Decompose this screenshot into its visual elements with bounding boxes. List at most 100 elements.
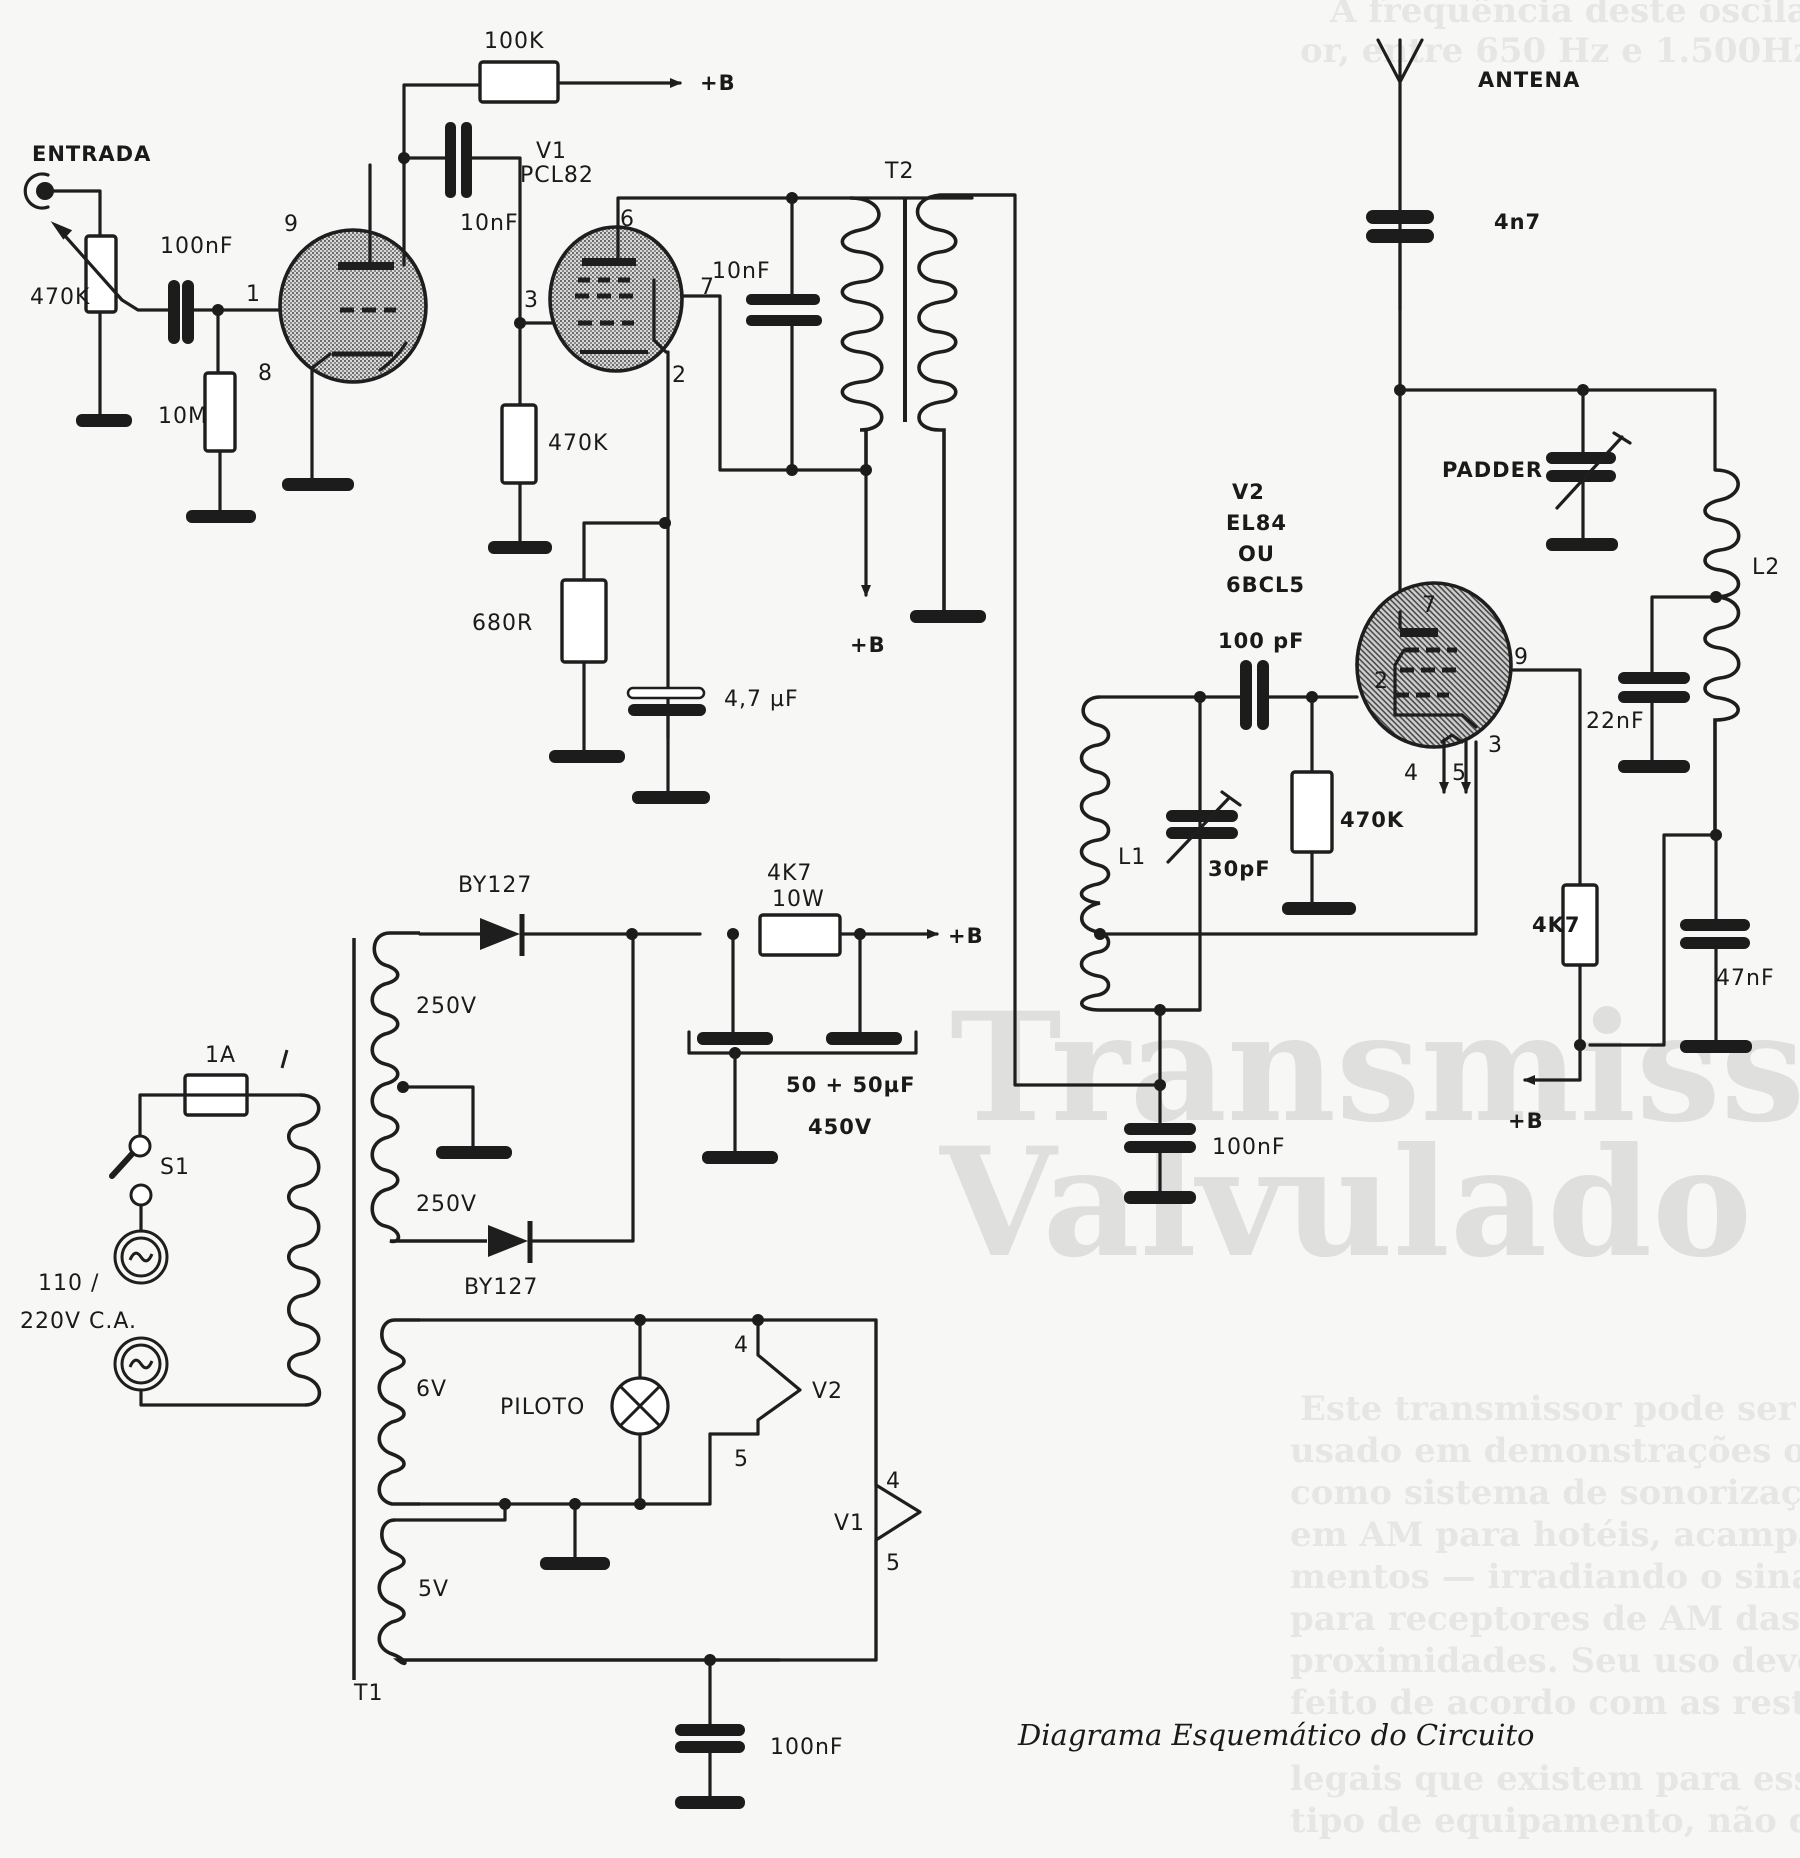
audio-stage: ENTRADA 470K 100nF 10M 1 9 8	[23, 29, 1162, 1087]
diode-label: BY127	[464, 1275, 538, 1300]
plate-bypass-capacitor	[746, 294, 820, 305]
bypass-cap-label: 100nF	[1212, 1135, 1286, 1160]
power-switch-s1[interactable]	[109, 1134, 152, 1179]
heater-tube-label: V2	[812, 1379, 843, 1404]
tube-alt-type: 6BCL5	[1226, 573, 1305, 597]
heater-voltage-label: 6V	[416, 1377, 447, 1402]
capacitor-22nF	[1618, 672, 1690, 684]
input-label: ENTRADA	[32, 142, 151, 166]
plate-resistor-label: 100K	[484, 29, 544, 54]
mains-label: 110 /	[38, 1271, 99, 1296]
pin-label: 4	[886, 1469, 900, 1494]
tube-type: PCL82	[520, 163, 594, 188]
bleed-line: para receptores de AM das	[1290, 1599, 1800, 1639]
grid-resistor-470K	[1290, 770, 1334, 854]
tube-designator: V2	[1232, 480, 1265, 504]
pin-label: 5	[886, 1551, 900, 1576]
cathode-resistor	[560, 578, 608, 664]
transformer-t2-primary	[840, 196, 884, 470]
heater-tube-label: V1	[834, 1511, 865, 1536]
pin-label: 3	[1488, 733, 1502, 758]
ac-plug-icon	[113, 1229, 169, 1285]
bleed-line: tipo de equipamento, não de-	[1290, 1801, 1800, 1841]
pin-label: 2	[1374, 669, 1388, 694]
pin-label: 4	[734, 1333, 748, 1358]
pin-label: 5	[734, 1447, 748, 1472]
filter-resistor-label: 4K7	[767, 861, 812, 886]
interstage-capacitor	[445, 122, 456, 198]
power-supply: 110 / 220V C.A. S1 1A T1 250V	[20, 861, 984, 1809]
coil-l1	[1079, 695, 1200, 1012]
coupling-capacitor	[168, 280, 180, 344]
plate-bypass-cap-label: 10nF	[712, 259, 771, 284]
pin-label: 9	[284, 212, 298, 237]
bypass-capacitor-100nF	[1124, 1123, 1196, 1135]
cathode-cap-label: 4,7 µF	[724, 687, 799, 712]
bleed-line: or, entre 650 Hz e 1.500Hz	[1300, 31, 1800, 71]
pin-label: 7	[1422, 593, 1436, 618]
background-bleed: A frequência deste oscila- or, entre 650…	[939, 0, 1800, 1841]
pin-label: 9	[1514, 645, 1528, 670]
tube-designator: V1	[536, 139, 567, 164]
coupling-cap-label: 100nF	[160, 234, 234, 259]
transformer-t1-6v-winding	[377, 1318, 420, 1506]
supply-label: +B	[948, 924, 984, 948]
antenna-label: ANTENA	[1478, 68, 1580, 92]
grid-resistor-10M	[203, 371, 237, 453]
figure-caption: Diagrama Esquemático do Circuito	[1017, 1718, 1535, 1752]
transformer-t1-primary	[286, 1093, 322, 1407]
bleed-line: proximidades. Seu uso deve ser	[1290, 1641, 1800, 1681]
screen-resistor-label: 4K7	[1532, 913, 1581, 937]
pin-label: 1	[246, 282, 260, 307]
coil-l1-label: L1	[1118, 845, 1146, 870]
bleed-body: Este transmissor pode ser usado em demon…	[1290, 1389, 1800, 1841]
grid-resistor-label: 470K	[1340, 808, 1404, 832]
plate-resistor-100K	[478, 60, 560, 104]
pin-label: 7	[700, 275, 714, 300]
pin-label: 8	[258, 361, 272, 386]
pentode-grid-resistor	[500, 403, 538, 485]
tuning-capacitor-30pF	[1166, 810, 1238, 822]
transformer-t1-hv-secondary	[370, 931, 487, 1244]
pilot-lamp-label: PILOTO	[500, 1395, 585, 1420]
fuse-label: 1A	[205, 1043, 236, 1068]
cap-22nF-label: 22nF	[1586, 709, 1645, 734]
pin-label: 2	[672, 363, 686, 388]
bleed-line: usado em demonstrações ou	[1290, 1431, 1800, 1471]
antenna-capacitor	[1366, 210, 1434, 224]
input-jack-icon	[23, 172, 54, 210]
filter-capacitor-dual	[697, 1032, 773, 1045]
filter-resistor-4K7	[758, 913, 842, 957]
capacitor-47nF	[1680, 919, 1750, 931]
grid-capacitor-100pF	[1240, 660, 1252, 730]
pentode-grid-resistor-label: 470K	[548, 431, 608, 456]
tuning-cap-label: 30pF	[1208, 857, 1271, 881]
padder-label: PADDER	[1442, 458, 1543, 482]
pilot-lamp-icon	[610, 1376, 670, 1436]
cathode-electrolytic-capacitor	[626, 686, 706, 700]
bleed-line: feito de acordo com as restrições	[1290, 1683, 1800, 1723]
bleed-line: como sistema de sonorização	[1290, 1473, 1800, 1513]
ground-symbol	[76, 414, 132, 427]
pot-value-label: 470K	[30, 285, 90, 310]
tube-or-label: OU	[1238, 542, 1275, 566]
interstage-cap-label: 10nF	[460, 211, 519, 236]
pin-label: 5	[1452, 761, 1466, 786]
transformer-t1-5v-winding	[377, 1518, 780, 1666]
supply-label: +B	[850, 633, 886, 657]
pin-label: 3	[524, 288, 538, 313]
filter-cap-label: 50 + 50µF	[786, 1073, 915, 1097]
coil-l2	[1703, 468, 1741, 835]
diode-label: BY127	[458, 873, 532, 898]
switch-label: S1	[160, 1155, 190, 1180]
cathode-resistor-label: 680R	[472, 611, 533, 636]
bleed-line: A frequência deste oscila-	[1329, 0, 1800, 31]
heater-bypass-cap-label: 100nF	[770, 1735, 844, 1760]
mains-label: 220V C.A.	[20, 1309, 137, 1334]
heater-bypass-capacitor	[675, 1724, 745, 1736]
coil-l2-label: L2	[1752, 555, 1780, 580]
transformer-label: T1	[353, 1681, 383, 1706]
transformer-t2-secondary	[915, 193, 1015, 612]
cap-47nF-label: 47nF	[1716, 966, 1775, 991]
